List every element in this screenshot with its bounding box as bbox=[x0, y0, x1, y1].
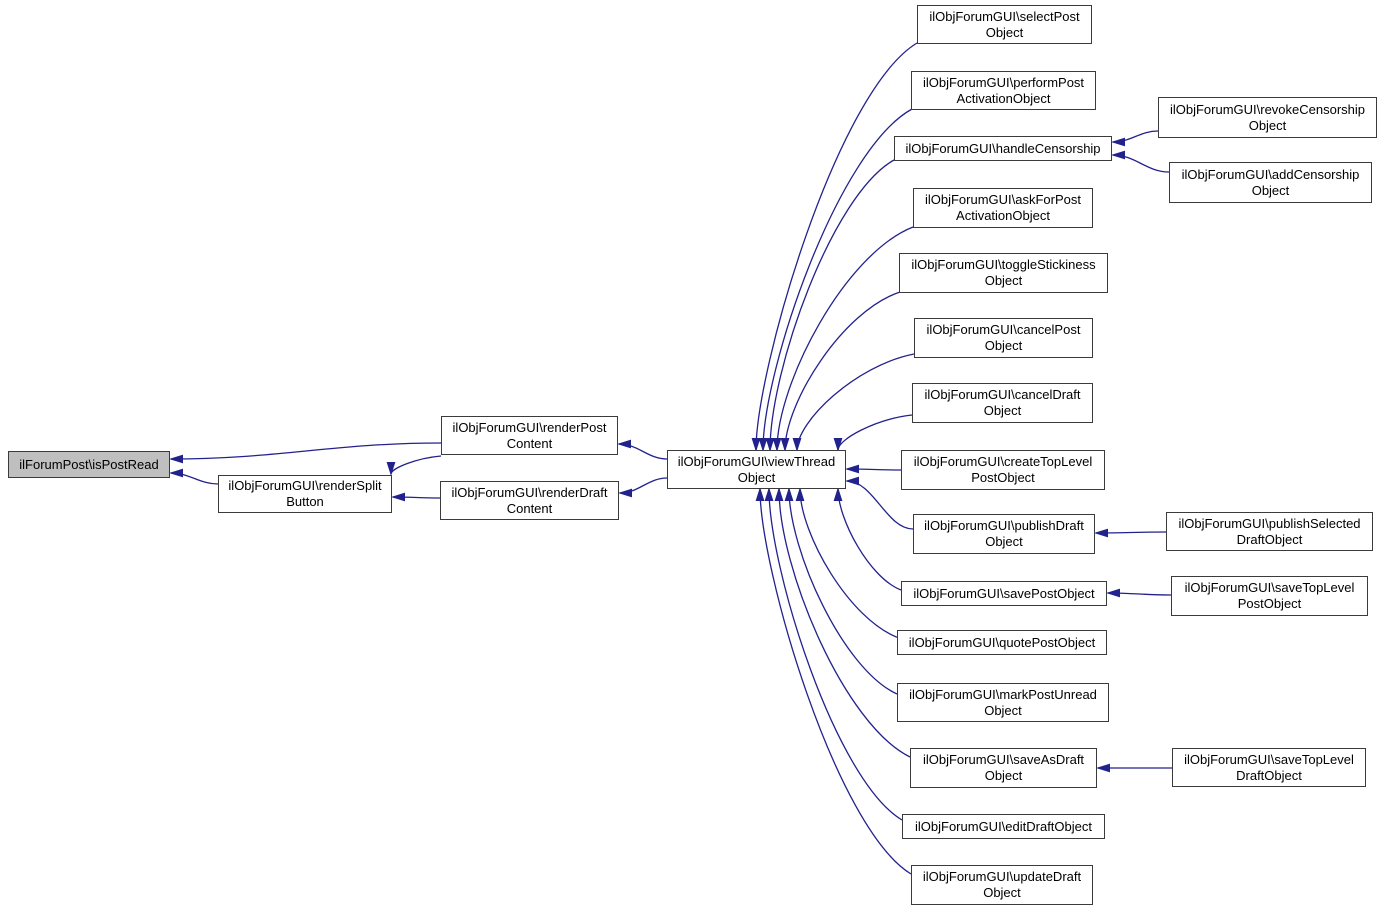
node-label: ilObjForumGUI\quotePostObject bbox=[908, 634, 1096, 650]
node-label: ilObjForumGUI\saveTopLevel bbox=[1184, 751, 1354, 767]
edge-addCensorshipObject-to-handleCensorship bbox=[1111, 150, 1170, 173]
edge-editDraftObject-to-viewThreadObject bbox=[764, 487, 903, 821]
node-label: ilObjForumGUI\toggleStickiness bbox=[911, 257, 1096, 273]
node-label: ilObjForumGUI\renderSplit bbox=[228, 478, 382, 494]
edge-markPostUnreadObject-to-viewThreadObject bbox=[784, 487, 898, 695]
edge-revokeCensorshipObject-to-handleCensorship bbox=[1111, 130, 1159, 147]
node-label: ilObjForumGUI\createTopLevel bbox=[913, 454, 1093, 470]
edge-renderDraftContent-to-renderSplitButton bbox=[391, 492, 441, 502]
node-label: Button bbox=[286, 494, 324, 509]
edge-toggleStickinessObject-to-viewThreadObject bbox=[780, 291, 901, 452]
node-label: ilObjForumGUI\performPost bbox=[922, 74, 1085, 90]
node-label: Object bbox=[985, 24, 1024, 40]
edge-selectPostObject-to-viewThreadObject bbox=[751, 42, 918, 452]
node-label: ilObjForumGUI\cancelPost bbox=[926, 322, 1081, 338]
node-label: Object bbox=[984, 768, 1023, 783]
edge-group bbox=[169, 42, 1173, 875]
node-label: ilObjForumGUI\markPostUnread bbox=[909, 686, 1097, 702]
node-label: ilObjForumGUI\renderDraft bbox=[451, 484, 608, 500]
edge-handleCensorship-to-viewThreadObject bbox=[765, 159, 895, 452]
edge-savePostObject-to-viewThreadObject bbox=[833, 487, 902, 591]
edge-renderPostContent-to-isPostRead bbox=[169, 442, 442, 464]
edge-viewThreadObject-to-renderDraftContent bbox=[618, 477, 668, 498]
node-label: ilObjForumGUI\askForPost bbox=[924, 192, 1082, 208]
node-label: ilObjForumGUI\viewThread bbox=[677, 453, 836, 469]
node-label: Object bbox=[984, 702, 1022, 718]
graph-node-isPostRead: ilForumPost\isPostRead bbox=[8, 451, 170, 478]
edge-createTopLevelPostObject-to-viewThreadObject bbox=[845, 464, 902, 474]
node-label: ilObjForumGUI\publishSelected bbox=[1178, 515, 1361, 531]
edge-updateDraftObject-to-viewThreadObject bbox=[755, 487, 912, 875]
edge-renderSplitButton-to-isPostRead bbox=[169, 468, 219, 485]
node-label: DraftObject bbox=[1236, 767, 1302, 783]
edge-saveTopLevelPostObject-to-savePostObject bbox=[1106, 588, 1172, 598]
edge-renderPostContent-to-renderSplitButton bbox=[386, 455, 442, 476]
node-label: ilObjForumGUI\publishDraft bbox=[924, 518, 1084, 534]
node-label: Content bbox=[506, 500, 553, 516]
edge-askForPostActivationObject-to-viewThreadObject bbox=[772, 226, 914, 452]
node-label: ilForumPost\isPostRead bbox=[19, 456, 159, 472]
node-label: ilObjForumGUI\selectPost bbox=[929, 8, 1080, 24]
node-label: ilObjForumGUI\revokeCensorship bbox=[1169, 101, 1366, 117]
node-label: ilObjForumGUI\cancelDraft bbox=[924, 387, 1081, 403]
node-label: Object bbox=[984, 273, 1023, 288]
node-label: Object bbox=[737, 469, 776, 485]
edge-performPostActivationObject-to-viewThreadObject bbox=[758, 108, 913, 452]
edge-viewThreadObject-to-renderPostContent bbox=[617, 439, 668, 460]
node-label: ActivationObject bbox=[956, 90, 1051, 106]
graph-node-quotePostObject[interactable]: ilObjForumGUI\quotePostObject bbox=[897, 630, 1107, 655]
node-label: Object bbox=[984, 338, 1023, 353]
node-label: Object bbox=[1251, 182, 1290, 198]
node-label: Content bbox=[506, 435, 553, 451]
edge-saveAsDraftObject-to-viewThreadObject bbox=[774, 487, 911, 758]
node-label: ActivationObject bbox=[956, 208, 1050, 223]
node-label: ilObjForumGUI\savePostObject bbox=[913, 585, 1095, 601]
node-label: Object bbox=[985, 534, 1023, 549]
node-label: Object bbox=[983, 403, 1022, 418]
node-label: ilObjForumGUI\editDraftObject bbox=[915, 818, 1092, 834]
node-label: Object bbox=[983, 885, 1021, 900]
edge-publishDraftObject-to-viewThreadObject bbox=[845, 476, 914, 530]
node-label: ilObjForumGUI\addCensorship bbox=[1181, 166, 1360, 182]
node-label: ilObjForumGUI\saveTopLevel bbox=[1184, 580, 1355, 596]
node-label: Object bbox=[1248, 117, 1287, 133]
node-label: PostObject bbox=[1237, 596, 1302, 611]
edge-quotePostObject-to-viewThreadObject bbox=[795, 487, 900, 639]
edge-cancelPostObject-to-viewThreadObject bbox=[792, 353, 915, 452]
node-label: PostObject bbox=[971, 470, 1035, 485]
graph-node-savePostObject[interactable]: ilObjForumGUI\savePostObject bbox=[901, 581, 1107, 606]
node-label: DraftObject bbox=[1236, 531, 1303, 547]
edge-cancelDraftObject-to-viewThreadObject bbox=[833, 414, 913, 452]
graph-node-editDraftObject[interactable]: ilObjForumGUI\editDraftObject bbox=[902, 814, 1105, 839]
graph-node-handleCensorship[interactable]: ilObjForumGUI\handleCensorship bbox=[894, 136, 1112, 161]
node-label: ilObjForumGUI\saveAsDraft bbox=[922, 752, 1085, 768]
edge-publishSelectedDraftObject-to-publishDraftObject bbox=[1094, 528, 1167, 538]
node-label: ilObjForumGUI\updateDraft bbox=[922, 869, 1082, 885]
node-label: ilObjForumGUI\renderPost bbox=[452, 419, 607, 435]
node-label: ilObjForumGUI\handleCensorship bbox=[905, 140, 1101, 156]
